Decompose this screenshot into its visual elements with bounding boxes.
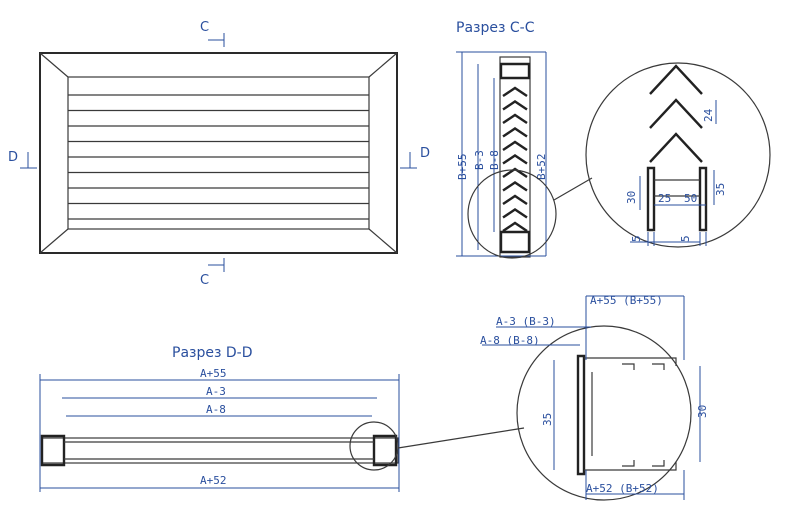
section-d-right-label: D — [420, 146, 430, 161]
dim-a55b55-label: A+55 (B+55) — [590, 294, 663, 307]
frame-miter-tr — [368, 52, 398, 78]
detail-cc-right-wall — [698, 166, 708, 232]
detail-cc-left-wall — [646, 166, 656, 232]
detail-dd-circle — [516, 325, 692, 501]
louvre-chevron — [502, 208, 528, 219]
dim-b3-label: B-3 — [473, 150, 486, 170]
dim-30-label: 30 — [625, 191, 638, 204]
detail-cc-circle — [585, 62, 771, 248]
detail-dd-clips — [622, 363, 665, 467]
section-dd-left-profile — [40, 434, 66, 467]
dim-a8b8-label: A-8 (B-8) — [480, 334, 540, 347]
louvre-chevron — [502, 140, 528, 151]
section-cc-title: Разрез С-С — [456, 20, 535, 36]
dim-5a-label: 5 — [630, 235, 643, 242]
section-d-left-label: D — [8, 150, 18, 165]
detail-chevron — [649, 98, 703, 129]
detail-dd-left-wall — [576, 354, 586, 476]
frame-miter-tl — [39, 52, 69, 78]
section-cc: Разрез С-С B+55 B-3 B-8 B+52 — [456, 20, 593, 259]
louvre-chevron — [502, 113, 528, 124]
dim-35-label: 35 — [714, 183, 727, 196]
dim-b52-label: B+52 — [535, 154, 548, 181]
dim-a8-label: A-8 — [206, 403, 226, 416]
louvre-slats — [68, 94, 369, 220]
louvre-chevron — [502, 127, 528, 138]
section-cc-detail-circle — [467, 169, 557, 259]
louvre-chevron — [502, 100, 528, 111]
dim-35dd-label: 35 — [541, 413, 554, 426]
section-c-bottom-label: C — [200, 273, 209, 288]
louvre-chevron — [502, 181, 528, 192]
frame-miter-bl — [39, 228, 69, 254]
section-dd: Разрез D-D A+55 A-3 A-8 A+52 — [39, 345, 525, 492]
louvre-chevron — [502, 154, 528, 165]
dim-b8-label: B-8 — [488, 150, 501, 170]
section-cc-louvres — [502, 86, 528, 232]
detail-chevron — [649, 64, 703, 95]
detail-dd: A+55 (B+55) A-3 (B-3) A-8 (B-8) 35 30 A+… — [480, 294, 709, 501]
front-view: C C D D — [8, 20, 430, 288]
detail-cc-louvres — [649, 64, 703, 163]
grille-inner-frame — [67, 76, 370, 230]
dim-24-label: 24 — [702, 108, 715, 122]
section-dd-title: Разрез D-D — [172, 345, 252, 361]
dim-b55-label: B+55 — [456, 154, 469, 181]
section-cc-bottom-profile — [499, 230, 531, 254]
louvre-chevron — [502, 221, 528, 232]
detail-cc-channel-lines — [654, 179, 700, 197]
dim-a52b52-label: A+52 (B+52) — [586, 482, 659, 495]
dim-50-label: 50 — [684, 192, 697, 205]
detail-dd-flanges — [584, 357, 677, 471]
grille-outer-frame — [39, 52, 398, 254]
section-dd-detail-leader — [397, 427, 525, 449]
detail-chevron — [649, 132, 703, 163]
section-dd-detail-circle — [349, 421, 399, 471]
dim-30dd-label: 30 — [696, 405, 709, 418]
section-cc-body — [499, 56, 531, 258]
dim-a55-label: A+55 — [200, 367, 227, 380]
detail-cc: 24 30 25 50 35 5 5 — [585, 62, 771, 248]
section-dd-right-profile — [372, 434, 398, 467]
dim-5b-label: 5 — [679, 235, 692, 242]
louvre-chevron — [502, 167, 528, 178]
dim-a3b3-label: A-3 (B-3) — [496, 315, 556, 328]
dim-a52-label: A+52 — [200, 474, 227, 487]
frame-miter-br — [368, 228, 398, 254]
section-cc-top-profile — [499, 62, 531, 80]
louvre-chevron — [502, 194, 528, 205]
section-c-top-label: C — [200, 20, 209, 35]
section-cc-detail-leader — [553, 177, 593, 201]
louvre-chevron — [502, 86, 528, 97]
dim-a3-label: A-3 — [206, 385, 226, 398]
dim-25-label: 25 — [658, 192, 671, 205]
